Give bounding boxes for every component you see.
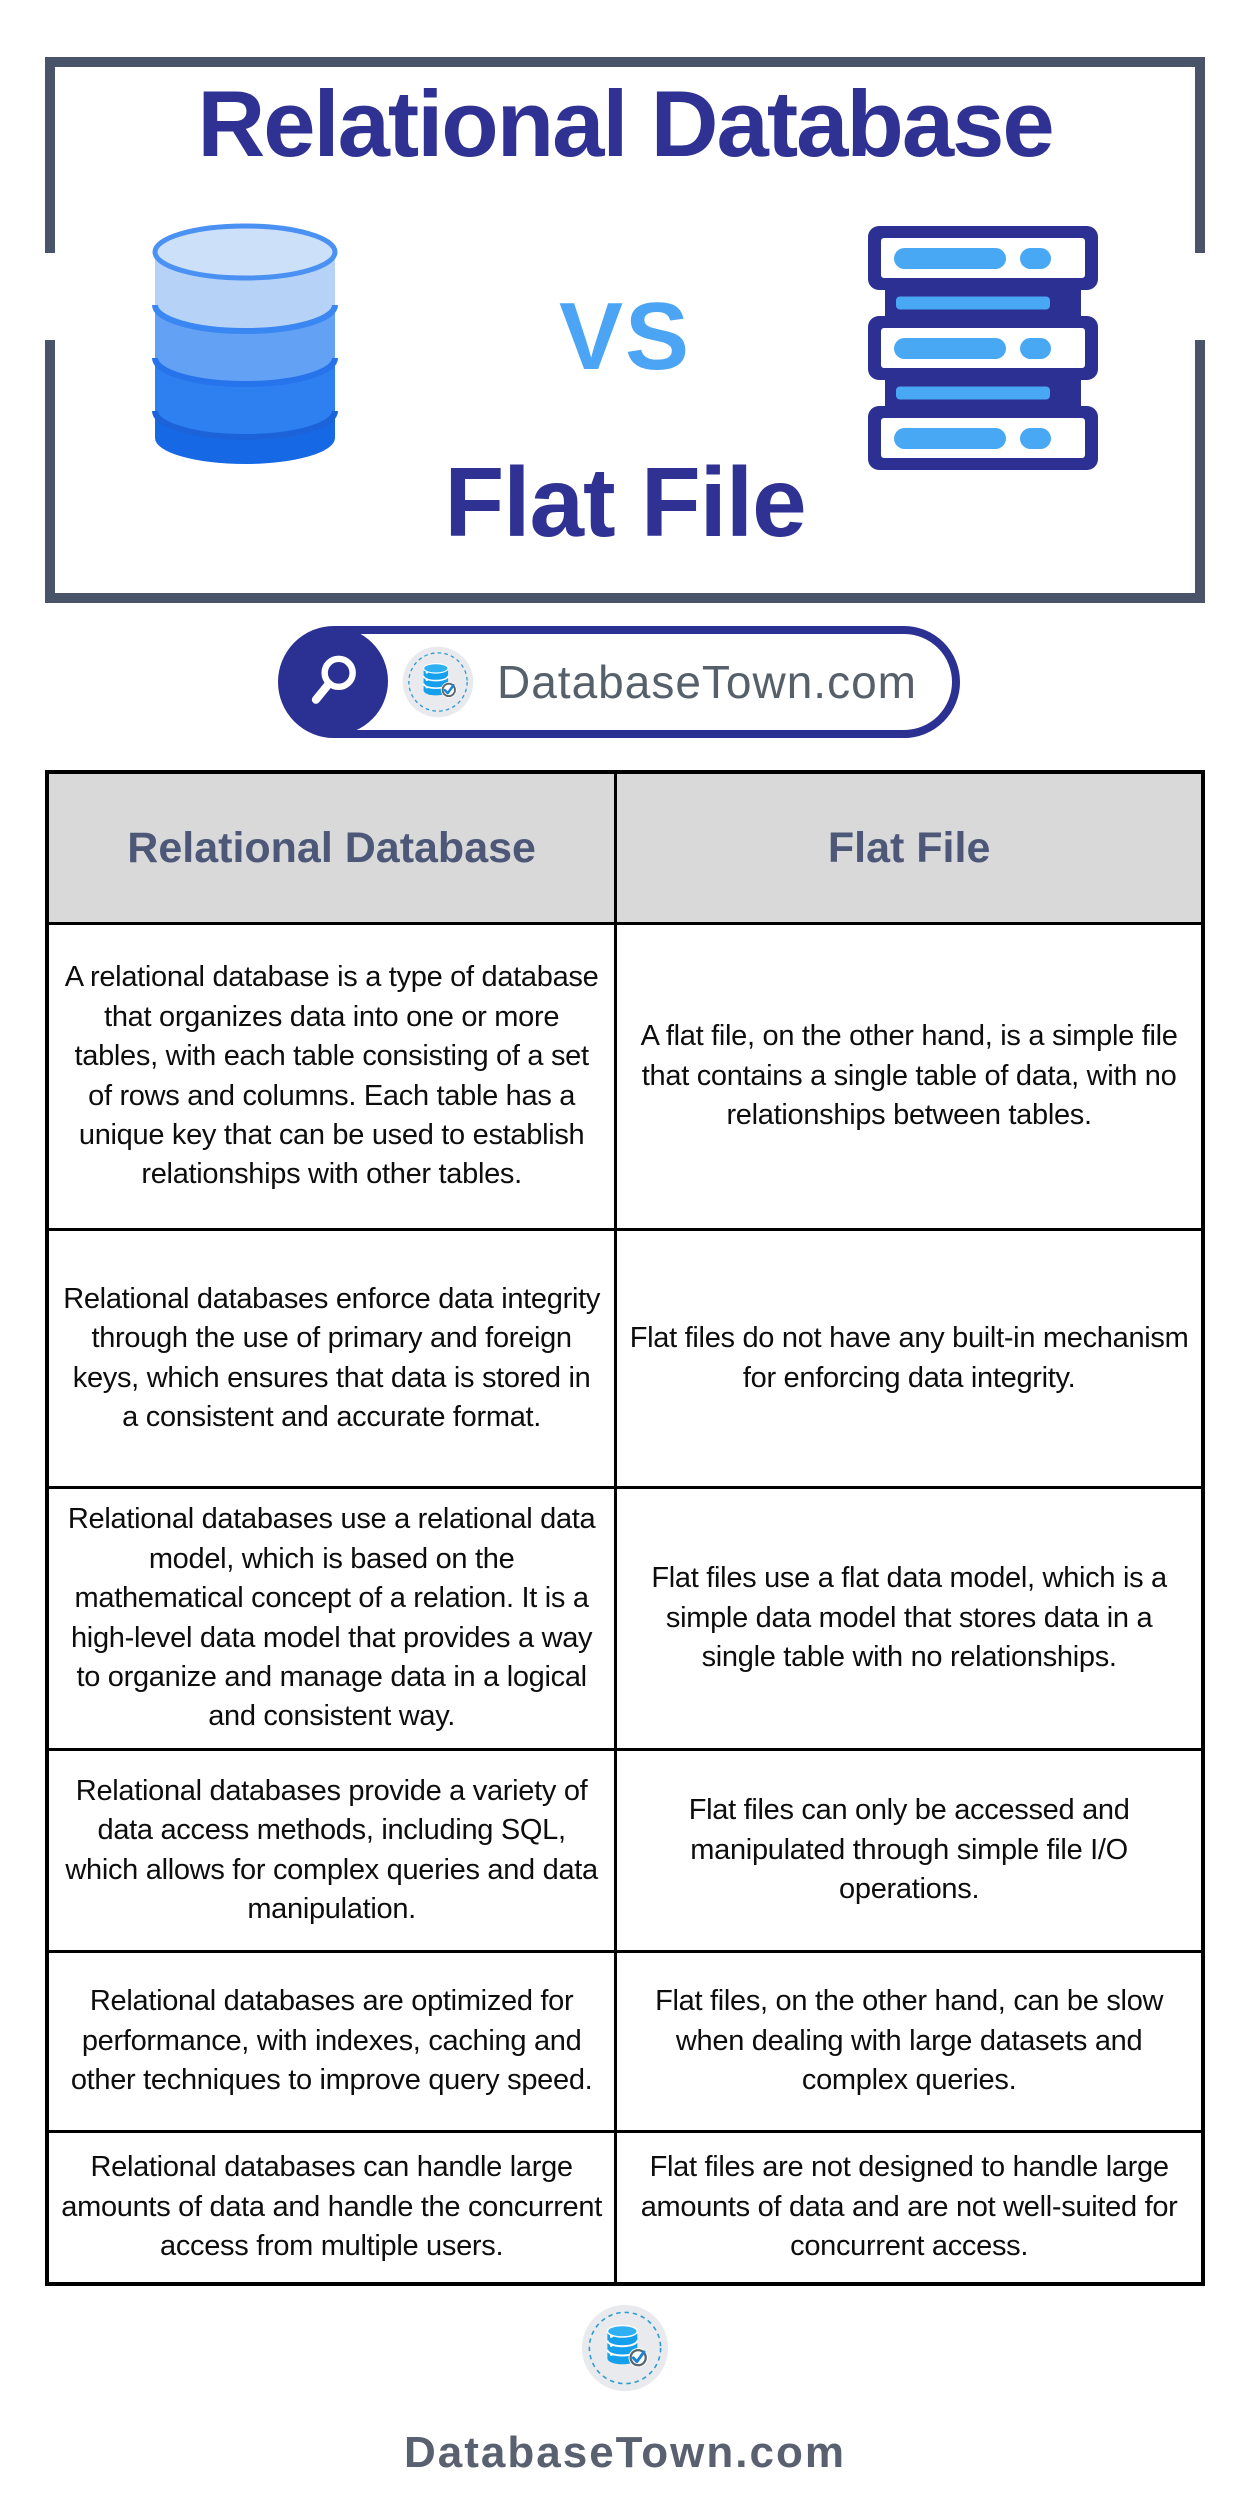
vs-label: VS — [558, 283, 692, 390]
cell-flat-4: Flat files can only be accessed and mani… — [614, 1748, 1205, 1953]
server-stack-icon — [868, 226, 1098, 470]
frame-border-right-top — [1195, 57, 1205, 253]
cell-flat-5: Flat files, on the other hand, can be sl… — [614, 1950, 1205, 2133]
database-cylinder-icon — [152, 223, 338, 464]
table-row: Relational databases provide a variety o… — [45, 1748, 1205, 1953]
cell-relational-3: Relational databases use a relational da… — [45, 1486, 618, 1751]
cell-relational-1: A relational database is a type of datab… — [45, 922, 618, 1231]
frame-border-left-bottom — [45, 340, 55, 603]
table-row: A relational database is a type of datab… — [45, 922, 1205, 1231]
cell-relational-4: Relational databases provide a variety o… — [45, 1748, 618, 1953]
frame-border-left-top — [45, 57, 55, 253]
frame-border-top — [45, 57, 1205, 67]
column-header-flat-file: Flat File — [614, 770, 1205, 925]
databasetown-logo-icon — [402, 646, 474, 718]
table-row: Relational databases enforce data integr… — [45, 1228, 1205, 1489]
cell-flat-2: Flat files do not have any built-in mech… — [614, 1228, 1205, 1489]
footer-site-url: DatabaseTown.com — [404, 2428, 846, 2477]
title-flat-file: Flat File — [444, 447, 806, 557]
cell-relational-6: Relational databases can handle large am… — [45, 2130, 618, 2285]
cell-relational-2: Relational databases enforce data integr… — [45, 1228, 618, 1489]
frame-border-bottom — [45, 593, 1205, 603]
table-row: Relational databases can handle large am… — [45, 2130, 1205, 2285]
hero-frame — [45, 57, 1205, 603]
table-header-row: Relational Database Flat File — [45, 770, 1205, 925]
search-icon — [311, 655, 356, 704]
site-search-badge: DatabaseTown.com — [278, 626, 960, 738]
comparison-table: Relational Database Flat File A relation… — [45, 770, 1205, 2286]
table-row: Relational databases use a relational da… — [45, 1486, 1205, 1751]
footer-databasetown-logo-icon — [581, 2304, 669, 2392]
badge-site-url: DatabaseTown.com — [497, 656, 917, 708]
cell-relational-5: Relational databases are optimized for p… — [45, 1950, 618, 2133]
cell-flat-3: Flat files use a flat data model, which … — [614, 1486, 1205, 1751]
cell-flat-6: Flat files are not designed to handle la… — [614, 2130, 1205, 2285]
table-row: Relational databases are optimized for p… — [45, 1950, 1205, 2133]
cell-flat-1: A flat file, on the other hand, is a sim… — [614, 922, 1205, 1231]
frame-border-right-bottom — [1195, 340, 1205, 603]
column-header-relational-database: Relational Database — [45, 770, 618, 925]
search-icon-circle — [280, 627, 388, 735]
title-relational-database: Relational Database — [197, 71, 1054, 176]
